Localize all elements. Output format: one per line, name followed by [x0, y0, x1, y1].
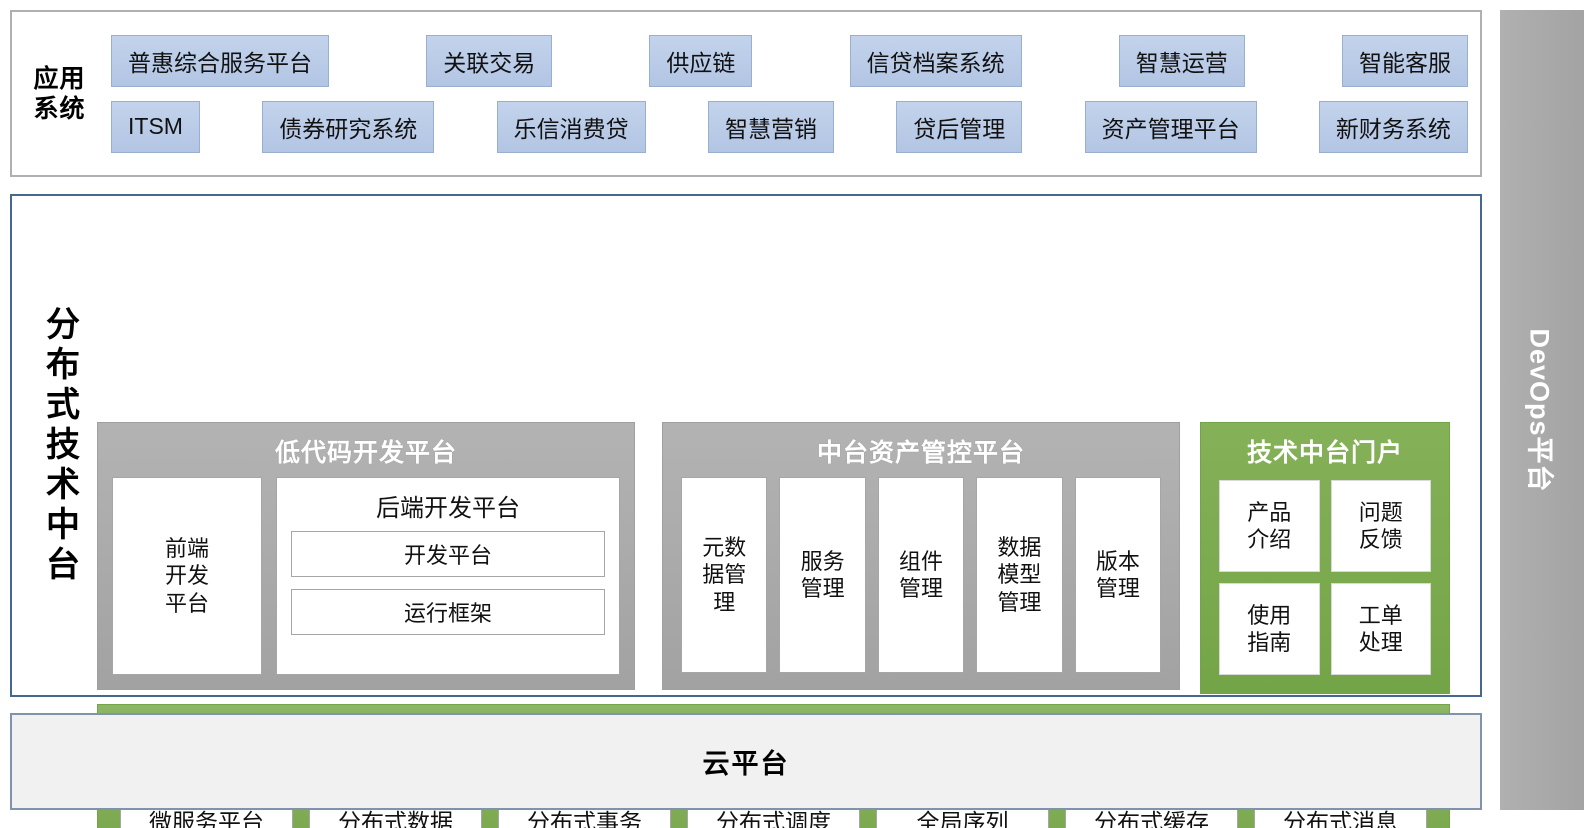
app-box[interactable]: 贷后管理 [896, 100, 1023, 153]
app-box[interactable]: 普惠综合服务平台 [111, 34, 329, 87]
application-systems-label-line1: 应用 [33, 64, 86, 93]
cloud-platform-panel: 云平台 [10, 713, 1482, 810]
app-box[interactable]: 新财务系统 [1318, 100, 1468, 153]
lowcode-platform-panel: 低代码开发平台 前端 开发 平台 后端开发平台 开发平台 运行框架 [97, 422, 635, 690]
devops-platform-label: DevOps平台 [1524, 327, 1555, 493]
asset-card[interactable]: 版本 管理 [1074, 477, 1162, 673]
app-box[interactable]: 智慧运营 [1118, 34, 1245, 87]
frontend-dev-platform-card[interactable]: 前端 开发 平台 [112, 477, 262, 675]
application-systems-label-line2: 系统 [33, 94, 86, 123]
app-box[interactable]: 资产管理平台 [1084, 100, 1257, 153]
application-systems-label: 应用 系统 [12, 64, 107, 124]
lowcode-platform-title: 低代码开发平台 [274, 439, 457, 467]
portal-card[interactable]: 工单 处理 [1330, 583, 1431, 675]
application-systems-row-1: 普惠综合服务平台 关联交易 供应链 信贷档案系统 智慧运营 智能客服 [107, 34, 1472, 87]
app-box[interactable]: 债券研究系统 [262, 100, 435, 153]
middle-platform-panel: 分布式技术中台 低代码开发平台 前端 开发 平台 后端开发平台 开发平台 运行框… [10, 194, 1482, 828]
backend-sub-card[interactable]: 运行框架 [291, 589, 605, 635]
application-systems-panel: 应用 系统 普惠综合服务平台 关联交易 供应链 信贷档案系统 智慧运营 智能客服… [10, 10, 1482, 177]
tech-portal-panel: 技术中台门户 产品 介绍 问题 反馈 使用 指南 工单 处理 [1200, 422, 1450, 694]
lowcode-platform-body: 前端 开发 平台 后端开发平台 开发平台 运行框架 [112, 477, 620, 675]
devops-platform-bar: DevOps平台 [1500, 10, 1584, 810]
app-box[interactable]: 信贷档案系统 [849, 34, 1022, 87]
tech-portal-grid: 产品 介绍 问题 反馈 使用 指南 工单 处理 [1219, 480, 1431, 675]
cloud-platform-title: 云平台 [702, 749, 790, 779]
application-systems-row-2: ITSM 债券研究系统 乐信消费贷 智慧营销 贷后管理 资产管理平台 新财务系统 [107, 100, 1472, 153]
asset-control-platform-body: 元数 据管 理 服务 管理 组件 管理 数据 模型 管理 版本 管理 [681, 477, 1162, 673]
asset-card[interactable]: 组件 管理 [877, 477, 965, 673]
backend-dev-platform-title: 后端开发平台 [376, 495, 520, 522]
app-box[interactable]: 乐信消费贷 [496, 100, 646, 153]
app-box[interactable]: 智能客服 [1341, 34, 1468, 87]
asset-control-platform-panel: 中台资产管控平台 元数 据管 理 服务 管理 组件 管理 数据 模型 管理 版本… [662, 422, 1180, 690]
portal-card[interactable]: 产品 介绍 [1219, 480, 1320, 572]
middle-platform-side-label: 分布式技术中台 [40, 306, 78, 586]
app-box[interactable]: ITSM [111, 100, 200, 153]
asset-card[interactable]: 数据 模型 管理 [976, 477, 1063, 673]
app-box[interactable]: 关联交易 [426, 34, 553, 87]
app-box[interactable]: 供应链 [649, 34, 753, 87]
asset-card[interactable]: 服务 管理 [779, 477, 866, 673]
app-box[interactable]: 智慧营销 [707, 100, 834, 153]
backend-dev-platform-card: 后端开发平台 开发平台 运行框架 [276, 477, 620, 675]
asset-card[interactable]: 元数 据管 理 [681, 477, 768, 673]
tech-portal-title: 技术中台门户 [1246, 439, 1403, 467]
application-systems-rows: 普惠综合服务平台 关联交易 供应链 信贷档案系统 智慧运营 智能客服 ITSM … [107, 34, 1480, 153]
backend-sub-card[interactable]: 开发平台 [291, 531, 605, 577]
portal-card[interactable]: 使用 指南 [1219, 583, 1320, 675]
asset-control-platform-title: 中台资产管控平台 [816, 439, 1025, 467]
portal-card[interactable]: 问题 反馈 [1330, 480, 1431, 572]
